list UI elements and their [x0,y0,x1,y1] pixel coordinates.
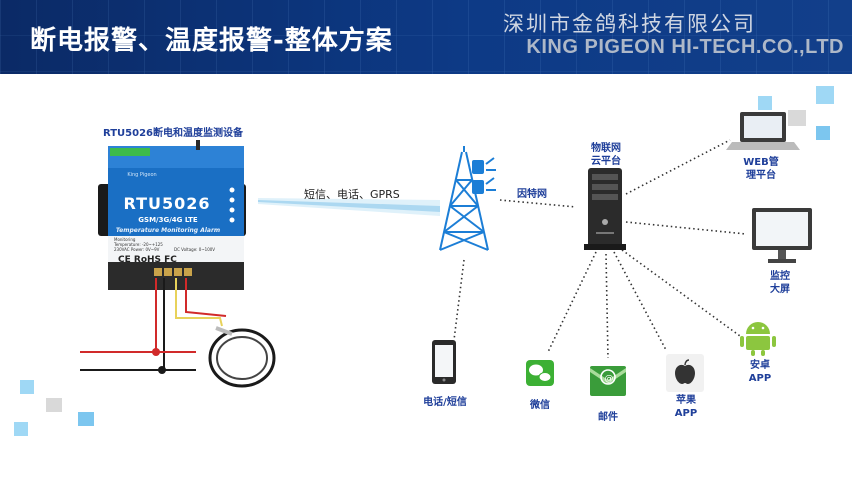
wechat-label: 微信 [530,400,550,411]
device-rtu5026 [98,140,246,290]
link-server-web [625,139,731,195]
tower-antenna-icon [472,157,496,194]
phone-label: 电话/短信 [423,397,467,408]
device-spec-1: Temperature: -20~+125 [114,242,163,247]
android-label-line1: 安卓 [750,360,770,371]
device-spec-2: 230VAC Power: 0V~9V [114,247,160,252]
screen-label: 监控 大屏 [762,270,798,296]
wire-junction [152,348,160,356]
web-platform-label: WEB管 理平台 [738,156,784,182]
server-label-line2: 云平台 [591,156,621,167]
device-model: RTU5026 [123,194,211,213]
connection-lines [453,139,747,359]
deco-square [788,110,806,126]
device-brand: King Pigeon [127,172,157,178]
web-platform-line1: WEB管 [743,157,779,168]
tower-icon [439,146,489,251]
link-server-apple [613,251,667,351]
monitor-icon [752,208,812,263]
device-spec-3: DC Voltage: 0~100V [174,247,216,252]
wechat-icon [526,360,554,386]
link-server-mail [605,253,609,359]
device-cert: CE RoHS FC [118,255,177,265]
header-banner: 断电报警、温度报警-整体方案 深圳市金鸽科技有限公司 KING PIGEON H… [0,0,852,74]
server-label: 物联网 云平台 [584,142,628,168]
company-name-cn: 深圳市金鸽科技有限公司 [503,12,756,36]
screen-label-line2: 大屏 [770,284,790,295]
temperature-probe-icon [208,326,276,388]
android-icon [740,322,776,356]
svg-text:@: @ [605,374,614,384]
apple-label: 苹果 APP [668,394,704,420]
banner-grid-pattern [0,0,852,74]
deco-square [816,86,834,104]
screen-label-line1: 监控 [770,271,790,282]
device-wires [80,278,227,371]
mail-label: 邮件 [598,412,618,423]
laptop-icon [726,112,800,150]
link-tower-server [499,199,577,208]
device-spec-0: Monitoring [114,237,136,242]
server-label-line1: 物联网 [591,143,621,154]
internet-label: 因特网 [517,189,547,200]
link-server-android [621,249,741,337]
server-icon [584,168,626,250]
apple-icon [666,354,704,392]
wireless-beam-glow [258,198,440,216]
link-server-wechat [547,251,597,353]
device-subtitle: Temperature Monitoring Alarm [115,227,221,234]
mobile-phone-icon [432,340,456,384]
company-name-en: KING PIGEON HI-TECH.CO.,LTD [526,36,844,58]
android-label: 安卓 APP [742,359,778,385]
web-platform-line2: 理平台 [746,170,776,181]
deco-square [78,412,94,426]
deco-square [816,126,830,140]
android-label-line2: APP [748,373,772,384]
apple-label-line2: APP [674,408,698,419]
device-caption: RTU5026断电和温度监测设备 [102,128,244,139]
apple-label-line1: 苹果 [676,395,696,406]
deco-square [14,422,28,436]
deco-square [758,96,772,110]
deco-square [46,398,62,412]
mail-icon: @ [590,366,626,396]
wireless-label: 短信、电话、GPRS [304,188,400,201]
link-server-screen [625,221,747,235]
wire-junction [158,366,166,374]
device-network: GSM/3G/4G LTE [138,216,198,224]
link-tower-phone [453,259,465,341]
page-title: 断电报警、温度报警-整体方案 [30,26,393,56]
deco-square [20,380,34,394]
